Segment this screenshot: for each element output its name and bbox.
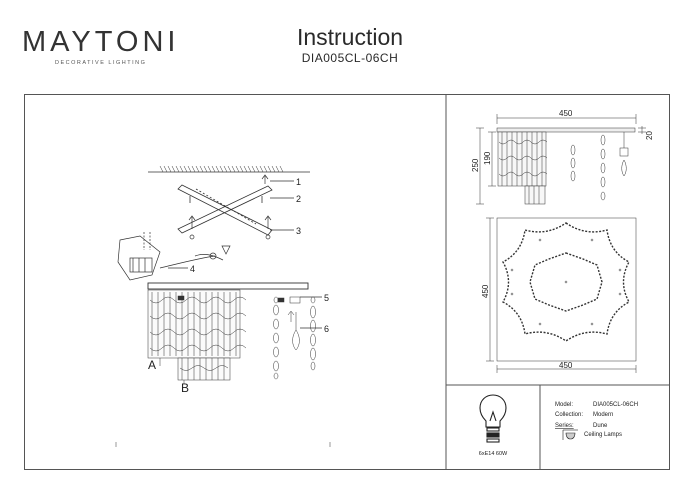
crystal-strands	[149, 292, 247, 356]
wiring-detail	[117, 232, 231, 281]
bulb-icon	[479, 394, 507, 443]
crystal-body	[147, 289, 247, 384]
callout-numbers: 1 2 3 4 5 6	[190, 177, 329, 334]
side-elevation	[476, 114, 646, 205]
callout-2: 2	[296, 194, 301, 204]
dim-side-top: 20	[645, 131, 654, 140]
callout-3: 3	[296, 226, 301, 236]
model-value: DIA005CL-06CH	[593, 402, 638, 408]
dim-top-height: 450	[481, 284, 490, 298]
ceiling-hatch	[159, 165, 284, 173]
dim-side-width: 450	[559, 109, 573, 118]
callout-4: 4	[190, 264, 195, 274]
top-view	[486, 217, 637, 373]
top-dimension-labels: 450 450	[481, 284, 573, 370]
model-label: Model:	[555, 402, 573, 408]
dim-side-height-total: 250	[471, 158, 480, 172]
ceiling-lamp-icon	[562, 429, 578, 440]
page-title: Instruction	[296, 24, 404, 50]
bracket-screws	[188, 215, 272, 240]
type-value: Ceiling Lamps	[584, 432, 622, 438]
inner-crystal-ring	[529, 252, 603, 312]
dim-top-width: 450	[559, 361, 573, 370]
collection-value: Modern	[593, 412, 613, 418]
callout-1: 1	[296, 177, 301, 187]
canopy-plate	[147, 282, 309, 290]
part-label-b: B	[181, 381, 189, 395]
side-dimension-labels: 450 250 190 20	[471, 109, 654, 172]
brand-logo: MAYTONI DECORATIVE LIGHTING	[22, 26, 180, 67]
outer-crystal-ring	[502, 222, 630, 342]
instruction-frame	[24, 94, 670, 470]
bulb-spec: 6xE14 60W	[479, 451, 508, 457]
callout-6: 6	[324, 324, 329, 334]
spec-block: Model: DIA005CL-06CH Collection: Modern …	[555, 402, 638, 438]
screw-arrow	[261, 174, 269, 184]
part-label-a: A	[148, 358, 156, 372]
collection-label: Collection:	[555, 412, 583, 418]
series-label: Series:	[555, 423, 574, 429]
hanging-crystal-strand	[273, 296, 316, 380]
page-header: Instruction DIA005CL-06CH	[0, 24, 700, 66]
logo-text: MAYTONI	[22, 26, 180, 58]
model-code: DIA005CL-06CH	[301, 51, 399, 65]
dim-side-height-body: 190	[483, 151, 492, 165]
logo-subtitle: DECORATIVE LIGHTING	[55, 60, 147, 66]
assembly-diagram	[117, 165, 322, 329]
series-value: Dune	[593, 423, 608, 429]
callout-5: 5	[324, 293, 329, 303]
